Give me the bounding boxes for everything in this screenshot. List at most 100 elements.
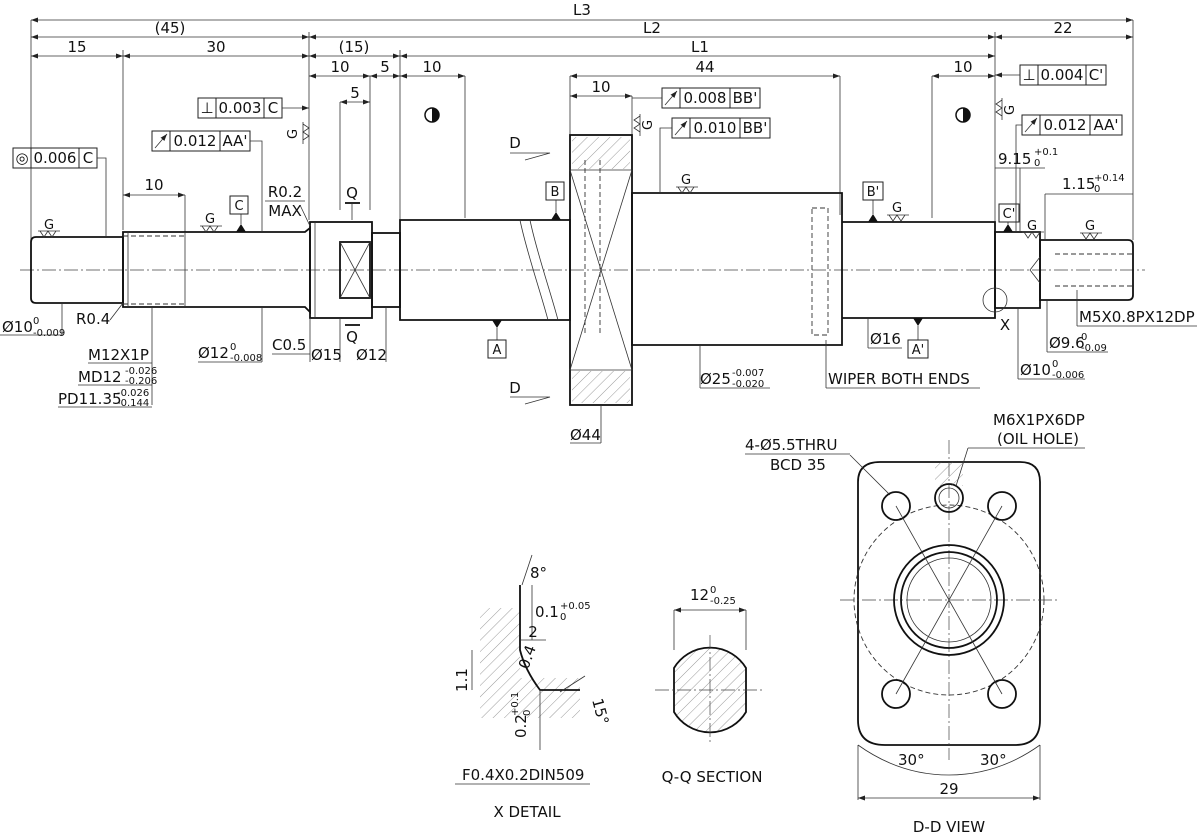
md12-label: MD12: [78, 368, 122, 386]
phi12b-label: Ø12: [356, 346, 387, 364]
r04-label: R0.4: [76, 310, 110, 328]
dim-10a: 10: [330, 58, 349, 76]
dim-30: 30: [206, 38, 225, 56]
detail-x-marker: X: [1000, 316, 1010, 334]
svg-text:G: G: [892, 201, 902, 216]
svg-text:-0.026: -0.026: [125, 366, 157, 377]
tol-f4-value: 0.008: [684, 89, 727, 107]
phi44-label: Ø44: [570, 426, 601, 444]
detail-x-title: X DETAIL: [493, 803, 561, 821]
datum-a: A: [493, 343, 502, 358]
phi96-label: Ø9.6: [1049, 334, 1085, 352]
svg-text:G: G: [44, 218, 54, 233]
svg-text:0: 0: [1034, 158, 1040, 169]
svg-text:+0.05: +0.05: [560, 601, 591, 612]
svg-text:0: 0: [522, 710, 533, 716]
svg-text:-0.206: -0.206: [125, 376, 157, 387]
svg-text:C: C: [83, 149, 93, 167]
svg-text:+0.1: +0.1: [1034, 147, 1058, 158]
datum-c: C: [234, 199, 243, 214]
svg-text:0: 0: [1094, 184, 1100, 195]
flange-view-d: 4-Ø5.5THRU BCD 35 M6X1PX6DP (OIL HOLE) 3…: [745, 411, 1085, 836]
dim-915: 9.15: [998, 150, 1031, 168]
phi12a-label: Ø12: [198, 344, 229, 362]
svg-text:MAX: MAX: [268, 202, 301, 220]
datum-b: B: [551, 185, 560, 200]
dim-10e: 10: [953, 58, 972, 76]
svg-text:G: G: [1085, 219, 1095, 234]
ang-30-a: 30°: [898, 751, 925, 769]
dim-22: 22: [1053, 19, 1072, 37]
datum-markers: C B B' C' A A': [229, 181, 1020, 359]
svg-text:⊥: ⊥: [1022, 66, 1035, 84]
dim-l1: L1: [691, 38, 709, 56]
svg-text:-0.006: -0.006: [1052, 370, 1084, 381]
dim-10d: 10: [591, 78, 610, 96]
svg-text:-0.009: -0.009: [33, 328, 65, 339]
svg-text:AA': AA': [222, 132, 247, 150]
tol-f3-value: 0.012: [174, 132, 217, 150]
svg-text:-0.026: -0.026: [117, 388, 149, 399]
dim-115: 1.15: [1062, 175, 1095, 193]
section-q-marker: Q: [346, 184, 358, 202]
svg-text:⊥: ⊥: [200, 99, 213, 117]
tol-f7-value: 0.012: [1044, 116, 1087, 134]
svg-text:0: 0: [560, 612, 566, 623]
detail-x-view: 8° 0.1 +0.05 0 2 0.4 1.1 15° 0.2 +0.1 0 …: [453, 554, 612, 821]
section-d-marker: D: [509, 134, 521, 152]
phi25-label: Ø25: [700, 370, 731, 388]
dim-44: 44: [695, 58, 714, 76]
dim-2: 2: [528, 623, 538, 641]
svg-text:Q: Q: [346, 328, 358, 346]
svg-text:D: D: [509, 379, 521, 397]
phi16-label: Ø16: [870, 330, 901, 348]
dim-02: 0.2: [512, 714, 530, 738]
ang-30-b: 30°: [980, 751, 1007, 769]
centre-marks: [424, 107, 971, 123]
tol-f1-value: 0.006: [34, 149, 77, 167]
section-q-title: Q-Q SECTION: [662, 768, 763, 786]
phi10-label: Ø10: [2, 318, 33, 336]
svg-text:BB': BB': [733, 89, 758, 107]
svg-text:0: 0: [33, 316, 39, 327]
svg-text:G: G: [205, 212, 215, 227]
holes-label: 4-Ø5.5THRU: [745, 436, 837, 454]
ang-8: 8°: [530, 564, 547, 582]
m5-label: M5X0.8PX12DP: [1079, 308, 1195, 326]
dim-10b: 10: [422, 58, 441, 76]
svg-text:G: G: [641, 120, 656, 130]
dim-5a: 5: [380, 58, 390, 76]
svg-text:G: G: [1003, 105, 1018, 115]
svg-text:G: G: [681, 173, 691, 188]
svg-text:-0.25: -0.25: [710, 596, 736, 607]
screw-shaft: [20, 134, 1145, 406]
svg-text:C: C: [268, 99, 278, 117]
svg-text:-0.020: -0.020: [732, 379, 764, 390]
tol-f5-value: 0.010: [694, 119, 737, 137]
tol-f6-value: 0.004: [1041, 66, 1084, 84]
svg-text:0: 0: [710, 585, 716, 596]
svg-text:G: G: [286, 129, 301, 139]
svg-text:-0.008: -0.008: [230, 353, 262, 364]
svg-text:AA': AA': [1093, 116, 1118, 134]
svg-text:C': C': [1089, 66, 1104, 84]
top-dimensions: L3 (45) L2 22 15 30 (15) L1 10 5 10 5 44…: [30, 1, 1134, 240]
tol-f2-value: 0.003: [219, 99, 262, 117]
dim-01: 0.1: [535, 603, 559, 621]
svg-text:0: 0: [230, 342, 236, 353]
din509-spec: F0.4X0.2DIN509: [462, 766, 584, 784]
svg-text:0: 0: [1081, 332, 1087, 343]
dim-11: 1.1: [453, 668, 471, 692]
qq-dim: 12: [690, 586, 709, 604]
dim-l3: L3: [573, 1, 591, 19]
dim-45: (45): [155, 19, 186, 37]
phi10b-label: Ø10: [1020, 361, 1051, 379]
dim-15: 15: [67, 38, 86, 56]
svg-text:-0.09: -0.09: [1081, 343, 1107, 354]
grind-marks: G G G G G G G G G: [38, 98, 1102, 240]
oil-label: M6X1PX6DP: [993, 411, 1085, 429]
svg-text:+0.1: +0.1: [510, 692, 521, 716]
datum-bp: B': [867, 185, 880, 200]
pd-label: PD11.35: [58, 390, 122, 408]
svg-text:◎: ◎: [15, 149, 28, 167]
